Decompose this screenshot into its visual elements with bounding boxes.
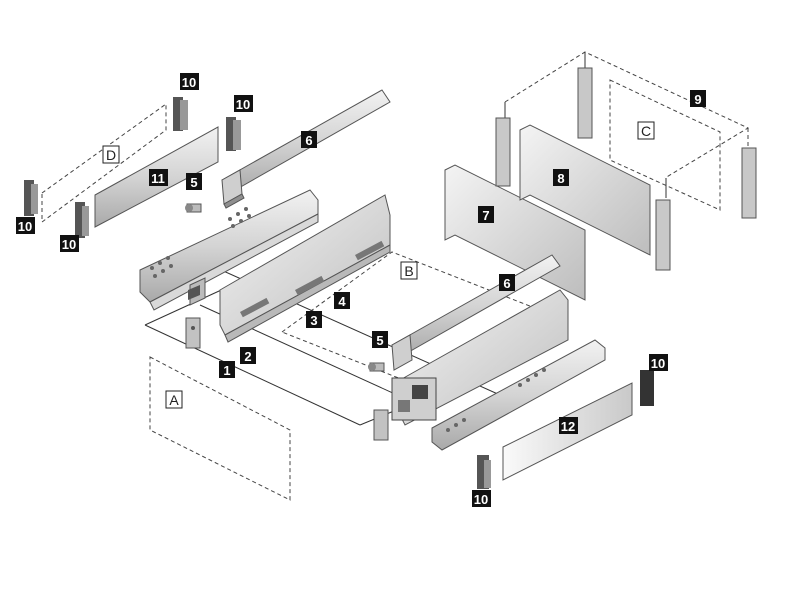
svg-text:10: 10	[62, 237, 76, 252]
callout-10-f: 10	[472, 490, 491, 507]
clip-10-top-left	[173, 97, 188, 131]
screw-5-lower	[368, 362, 385, 372]
callout-10-b: 10	[234, 95, 253, 112]
svg-text:10: 10	[474, 492, 488, 507]
runner-3-left	[188, 194, 391, 343]
svg-text:2: 2	[244, 349, 251, 364]
callout-1: 1	[219, 361, 235, 378]
back-brackets-9	[495, 67, 757, 271]
callout-10-a: 10	[180, 73, 199, 90]
svg-text:8: 8	[557, 171, 564, 186]
outline-a-front	[149, 356, 291, 501]
clip-10-left-low	[24, 180, 38, 216]
clip-10-bottom	[477, 455, 491, 489]
svg-text:6: 6	[305, 133, 312, 148]
svg-text:9: 9	[694, 92, 701, 107]
outline-d-panel	[41, 103, 167, 223]
callout-10-c: 10	[16, 217, 35, 234]
clip-10-right	[640, 370, 654, 406]
svg-text:4: 4	[338, 294, 346, 309]
letter-b: B	[400, 261, 418, 280]
callout-11: 11	[149, 169, 168, 186]
svg-text:12: 12	[561, 419, 575, 434]
svg-text:B: B	[404, 263, 413, 279]
svg-text:5: 5	[190, 175, 197, 190]
front-bracket	[391, 377, 437, 421]
svg-text:5: 5	[376, 333, 383, 348]
bracket-1	[185, 317, 201, 349]
svg-text:10: 10	[236, 97, 250, 112]
svg-text:A: A	[169, 392, 179, 408]
callout-12: 12	[559, 417, 578, 434]
svg-text:C: C	[641, 123, 651, 139]
outline-b-bottom	[280, 251, 547, 393]
gallery-rail-6-lower	[391, 254, 561, 371]
clip-10-top-mid	[226, 117, 241, 151]
letter-c: C	[637, 121, 655, 140]
screw-5-upper	[185, 203, 202, 213]
bracket-2	[373, 409, 389, 441]
letter-a: A	[165, 390, 183, 409]
runner-rollers	[240, 240, 385, 318]
runner-right	[431, 339, 606, 451]
callout-6-upper: 6	[301, 131, 317, 148]
callout-10-d: 10	[60, 235, 79, 252]
callout-3: 3	[306, 311, 322, 328]
svg-text:10: 10	[18, 219, 32, 234]
svg-text:6: 6	[503, 276, 510, 291]
callout-5-lower: 5	[372, 331, 388, 348]
svg-text:3: 3	[310, 313, 317, 328]
svg-text:11: 11	[151, 171, 165, 186]
svg-text:7: 7	[482, 208, 489, 223]
callout-7: 7	[478, 206, 494, 223]
svg-text:10: 10	[182, 75, 196, 90]
callout-8: 8	[553, 169, 569, 186]
clip-10-left-mid	[75, 202, 89, 238]
callout-9: 9	[690, 90, 706, 107]
back-panel-8	[519, 124, 651, 256]
svg-text:10: 10	[651, 356, 665, 371]
callout-10-e: 10	[649, 354, 668, 371]
letter-d: D	[102, 145, 120, 164]
svg-text:D: D	[106, 147, 116, 163]
callout-2: 2	[240, 347, 256, 364]
callout-4: 4	[334, 292, 350, 309]
callout-6-lower: 6	[499, 274, 515, 291]
svg-text:1: 1	[223, 363, 230, 378]
callout-5-upper: 5	[186, 173, 202, 190]
